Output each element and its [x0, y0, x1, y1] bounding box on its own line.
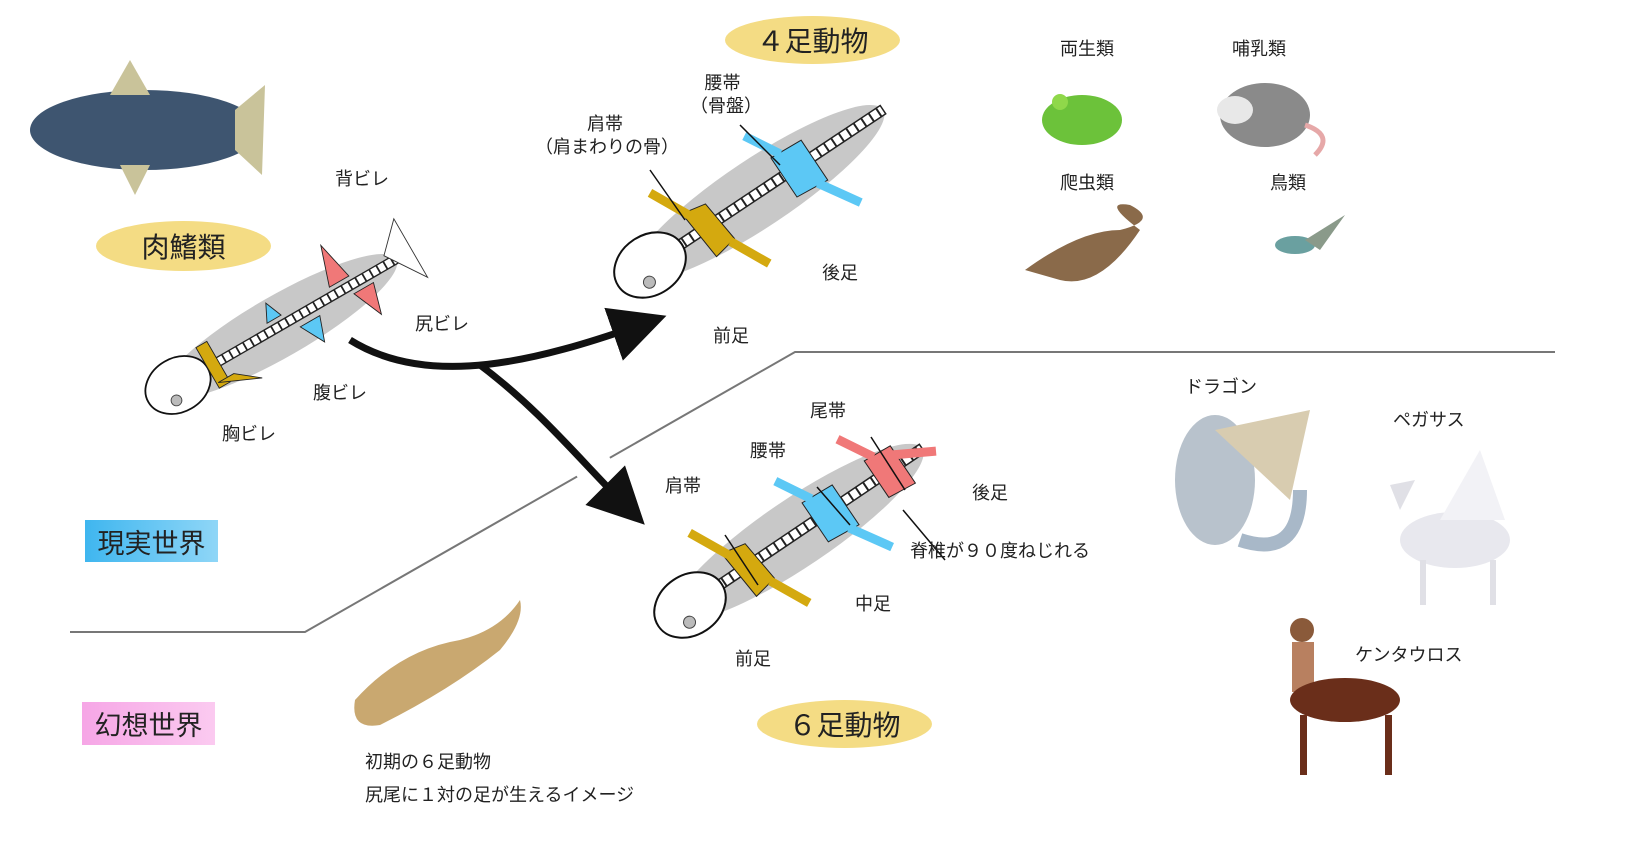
leader-line [724, 534, 759, 586]
sarcopterygii-badge: 肉鰭類 [96, 221, 271, 271]
arrow-to-hexapod [477, 362, 645, 525]
hummingbird-image [1275, 215, 1345, 254]
arrow-to-tetrapod [348, 307, 667, 370]
fish-skeleton [124, 217, 429, 437]
hexapod-pelvic-girdle-label: 腰帯 [750, 441, 786, 462]
anal-fin-label: 尻ビレ [415, 314, 469, 335]
pegasus-image [1390, 450, 1510, 605]
pelvic-girdle-label: 腰帯（骨盤） [690, 73, 762, 118]
early-hexapod-caption-1: 初期の６足動物 [365, 752, 491, 773]
hexapod-front-leg-label: 前足 [735, 649, 771, 670]
pelvic-fin-label: 腹ビレ [313, 383, 367, 404]
centaur-image [1290, 618, 1400, 775]
leader-line [649, 169, 686, 221]
frog-image [1042, 94, 1122, 145]
dragon-image [1175, 410, 1310, 552]
amphibian-label: 両生類 [1060, 39, 1114, 60]
komodo-dragon-image [1025, 204, 1143, 282]
reptile-label: 爬虫類 [1060, 173, 1114, 194]
leader-line [870, 436, 906, 491]
world-divider-line [70, 351, 1555, 633]
early-hexapod-image [354, 600, 521, 726]
shoulder-girdle-label: 肩帯（肩まわりの骨） [535, 114, 679, 159]
fantasy-world-label: 幻想世界 [82, 702, 215, 745]
early-hexapod-caption-2: 尻尾に１対の足が生えるイメージ [365, 785, 635, 806]
spine-twist-note: 脊椎が９０度ねじれる [910, 541, 1090, 562]
hexapod-badge: ６足動物 [757, 700, 932, 748]
hexapod-hind-leg-label: 後足 [972, 483, 1008, 504]
leader-line [739, 124, 781, 166]
hind-leg-label: 後足 [822, 263, 858, 284]
real-world-label: 現実世界 [85, 520, 218, 562]
dragon-label: ドラゴン [1185, 377, 1257, 398]
opossum-image [1217, 83, 1326, 157]
middle-leg-label: 中足 [855, 594, 891, 615]
leader-line [816, 486, 851, 526]
hexapod-skeleton [625, 393, 967, 680]
tail-girdle-label: 尾帯 [810, 401, 846, 422]
pectoral-fin-label: 胸ビレ [222, 424, 276, 445]
pegasus-label: ペガサス [1393, 410, 1465, 431]
hexapod-shoulder-girdle-label: 肩帯 [665, 476, 701, 497]
dorsal-fin-label: 背ビレ [335, 169, 389, 190]
leader-line [902, 509, 946, 561]
mammal-label: 哺乳類 [1232, 39, 1286, 60]
tetrapod-badge: ４足動物 [725, 16, 900, 64]
tetrapod-skeleton [585, 60, 919, 340]
front-leg-label: 前足 [713, 326, 749, 347]
coelacanth-image [30, 60, 265, 195]
bird-label: 鳥類 [1270, 173, 1306, 194]
centaur-label: ケンタウロス [1355, 645, 1463, 666]
